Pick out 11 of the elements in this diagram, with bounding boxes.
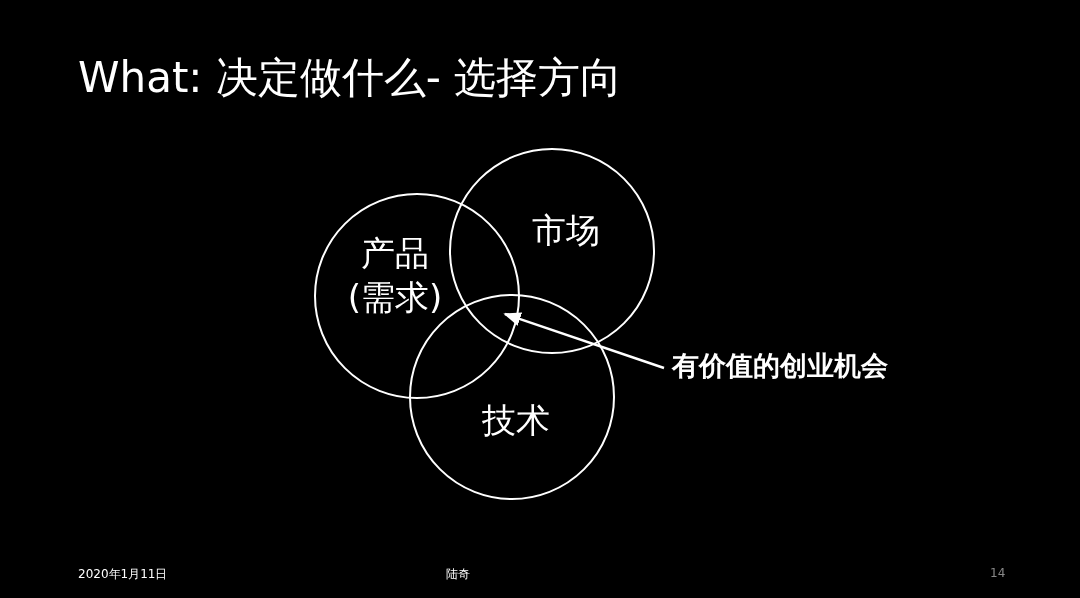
venn-circle <box>314 193 520 399</box>
callout-label: 有价值的创业机会 <box>672 348 888 384</box>
slide-title: What: 决定做什么- 选择方向 <box>78 52 623 104</box>
circle-label: 市场 <box>531 209 601 252</box>
footer-text: 陆奇 <box>446 566 470 583</box>
page-number: 14 <box>990 566 1006 580</box>
circle-label: 技术 <box>481 399 551 442</box>
footer-date: 2020年1月11日 <box>78 566 168 583</box>
circle-label: 产品 (需求) <box>346 232 444 320</box>
leader-arrow <box>503 312 665 370</box>
venn-circle <box>449 148 655 354</box>
